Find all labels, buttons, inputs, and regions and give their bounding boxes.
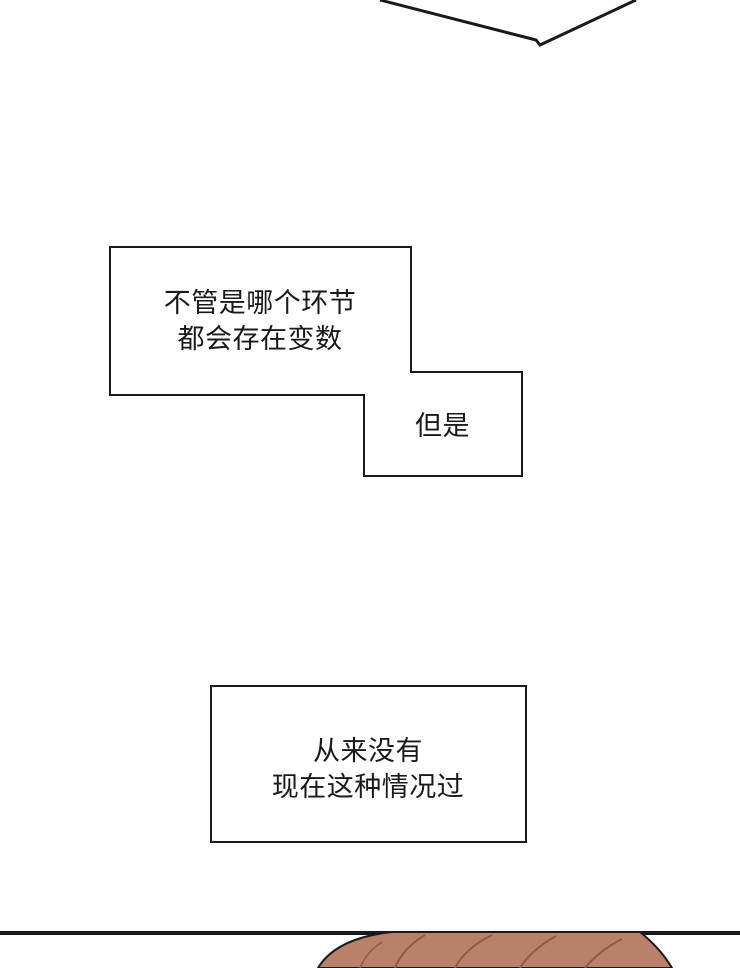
caption-3-line-1: 从来没有 [313, 736, 423, 767]
caption-1-line-2: 都会存在变数 [177, 324, 343, 355]
caption-1-line-1: 不管是哪个环节 [163, 288, 357, 319]
caption-3-line-2: 现在这种情况过 [271, 772, 465, 803]
caption-box-1 [109, 246, 523, 477]
caption-box-2 [210, 685, 527, 843]
character-hair [316, 931, 674, 968]
caption-2-line-1: 但是 [415, 411, 470, 442]
speech-bubble-tail-fragment [379, 0, 637, 47]
